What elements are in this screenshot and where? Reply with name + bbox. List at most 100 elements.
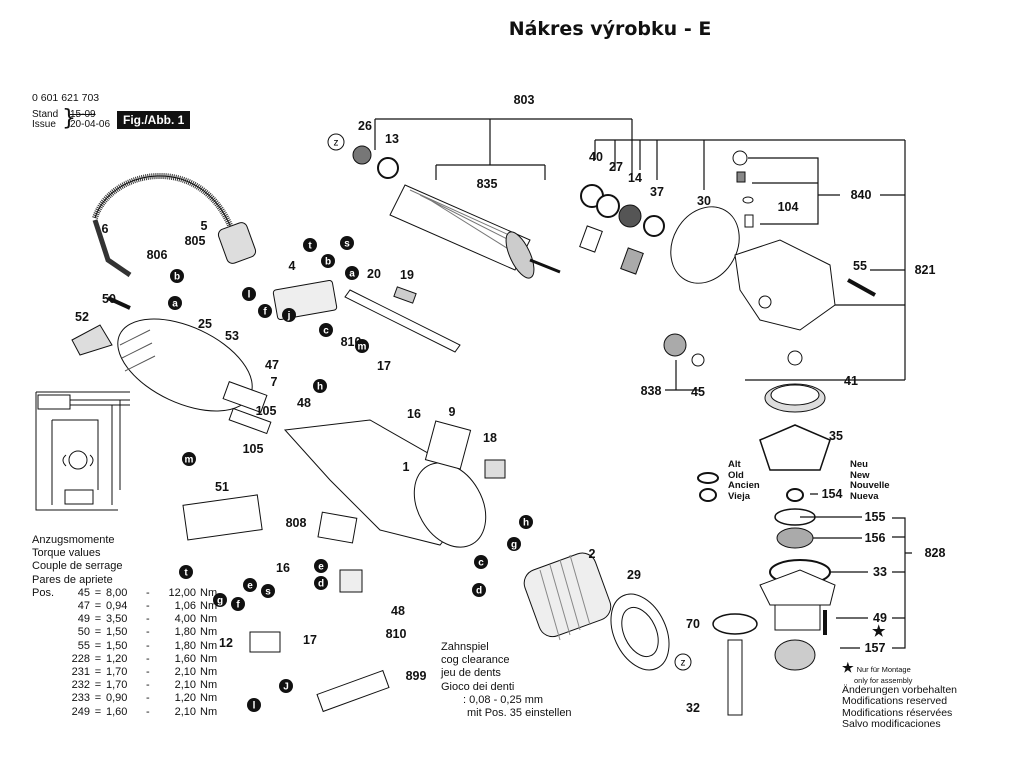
torque-equals: = (94, 600, 102, 613)
wire-marker-letter: d (476, 586, 482, 597)
torque-equals: = (94, 613, 102, 626)
cog-line-de: Zahnspiel (441, 641, 489, 653)
torque-heading-en: Torque values (32, 547, 101, 560)
torque-equals: = (94, 666, 102, 679)
wire-marker-letter: s (265, 587, 271, 598)
wire-marker-dot (243, 578, 257, 592)
part-label-808: 808 (286, 516, 307, 530)
pinion-838 (663, 333, 687, 357)
torque-max: 1,80 (174, 639, 196, 652)
part-label-810b: 810 (386, 627, 407, 641)
wire-marker: l (247, 698, 261, 712)
assembly-note-de: Nur für Montage (856, 665, 911, 674)
part-label-48b: 48 (391, 604, 405, 618)
bearing-157 (774, 639, 816, 671)
wire-marker-dot (474, 555, 488, 569)
wire-marker: t (303, 238, 317, 252)
torque-max: 2,10 (174, 679, 196, 692)
cog-value: : 0,08 - 0,25 mm (463, 693, 544, 706)
part-label-4: 4 (289, 259, 296, 273)
torque-dash: - (146, 666, 150, 679)
wire-marker: m (355, 339, 369, 353)
part-label-14: 14 (628, 171, 642, 185)
flange-30 (670, 206, 740, 284)
wire-marker-dot (182, 452, 196, 466)
torque-position: 55 (77, 639, 90, 652)
wire-marker: h (313, 379, 327, 393)
torque-pos-label (32, 600, 64, 613)
torque-equals: = (94, 692, 102, 705)
stand-issue-labels: Stand Issue (32, 110, 58, 130)
bracket-803 (374, 118, 633, 180)
torque-min: 0,90 (106, 692, 128, 705)
wire-marker-dot (247, 698, 261, 712)
modifications-de: Änderungen vorbehalten (842, 683, 958, 696)
wire-marker: e (243, 578, 257, 592)
label-808 (317, 511, 358, 544)
wire-marker-letter: f (236, 600, 240, 611)
spindle-32 (727, 639, 743, 716)
new-labels: Neu New Nouvelle Nueva (850, 459, 890, 502)
part-label-806: 806 (147, 248, 168, 262)
torque-max: 2,10 (174, 666, 196, 679)
wire-marker-letter: g (217, 596, 223, 607)
torque-min: 1,70 (106, 679, 128, 692)
wire-marker-letter: h (523, 518, 529, 529)
part-label-12: 12 (219, 636, 233, 650)
part-label-13: 13 (385, 132, 399, 146)
part-label-20: 20 (367, 267, 381, 281)
figure-badge: Fig./Abb. 1 (117, 111, 191, 129)
torque-pos-label (32, 653, 64, 666)
spring-19 (393, 286, 417, 304)
star-icon: ★ (842, 660, 854, 675)
torque-max: 4,00 (174, 613, 196, 626)
torque-dash: - (146, 586, 150, 599)
wire-marker-dot (179, 565, 193, 579)
wire-marker-dot (319, 323, 333, 337)
wire-marker: a (345, 266, 359, 280)
part-label-803: 803 (514, 93, 535, 107)
torque-min: 1,60 (106, 705, 128, 718)
part-label-48a: 48 (297, 396, 311, 410)
wire-marker-letter: j (287, 311, 291, 322)
torque-equals: = (94, 639, 102, 652)
cog-instruction: mit Pos. 35 einstellen (467, 707, 572, 720)
part-label-7: 7 (271, 375, 278, 389)
torque-unit: Nm (200, 639, 218, 652)
torque-max: 1,20 (174, 692, 196, 705)
part-label-5: 5 (201, 219, 208, 233)
new-es: Nueva (850, 490, 879, 502)
wire-marker: s (340, 236, 354, 250)
wire-marker: b (170, 269, 184, 283)
torque-max: 12,00 (168, 586, 196, 599)
washer-70 (712, 613, 758, 635)
part-label-52: 52 (75, 310, 89, 324)
part-label-828: 828 (925, 546, 946, 560)
torque-pos-label: Pos. (32, 586, 55, 599)
strain-relief-52 (71, 324, 113, 356)
torque-unit: Nm (200, 626, 218, 639)
wire-marker: d (472, 583, 486, 597)
capacitor-51 (182, 494, 263, 541)
part-label-49: 49 (873, 611, 887, 625)
torque-heading-fr: Couple de serrage (32, 560, 123, 573)
suppressor-12 (249, 631, 281, 653)
stand-label: Stand (32, 109, 59, 120)
label-9 (424, 420, 472, 470)
part-label-6: 6 (102, 222, 109, 236)
torque-pos-label (32, 613, 64, 626)
torque-pos-label (32, 679, 64, 692)
wire-marker: d (314, 576, 328, 590)
issue-date: 20-04-06 (70, 119, 111, 130)
part-label-840: 840 (851, 188, 872, 202)
torque-dash: - (146, 613, 150, 626)
torque-unit: Nm (200, 666, 218, 679)
seal-156 (776, 527, 814, 549)
page-title: Nákres výrobku - E (508, 18, 712, 40)
torque-position: 50 (77, 626, 90, 639)
part-label-1: 1 (403, 460, 410, 474)
